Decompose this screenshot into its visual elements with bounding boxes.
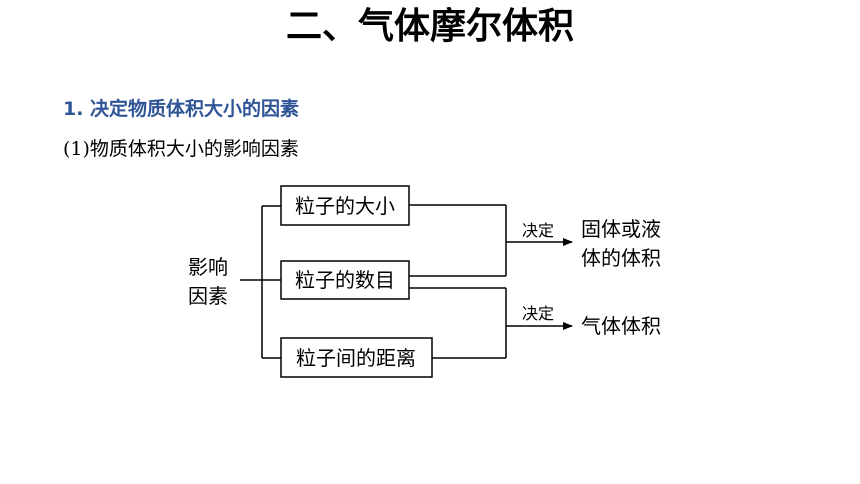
root-label-line1: 影响 <box>188 255 228 279</box>
factor-box-size: 粒子的大小 <box>280 185 410 226</box>
factor-label-count: 粒子的数目 <box>295 268 395 292</box>
factor-box-distance: 粒子间的距离 <box>280 337 433 378</box>
target-gas: 气体体积 <box>581 314 661 338</box>
factor-label-size: 粒子的大小 <box>295 194 395 218</box>
factor-box-count: 粒子的数目 <box>280 260 410 300</box>
factor-label-distance: 粒子间的距离 <box>296 346 416 370</box>
target-solid-liquid-line2: 体的体积 <box>581 246 661 270</box>
root-bracket <box>240 205 281 359</box>
slide-title: 二、气体摩尔体积 <box>285 6 574 47</box>
section-heading: 1. 决定物质体积大小的因素 <box>63 98 300 120</box>
arrow-label-solid-liquid: 决定 <box>522 221 554 240</box>
connector-lines <box>409 204 507 359</box>
root-label-line2: 因素 <box>188 284 228 308</box>
target-solid-liquid-line1: 固体或液 <box>581 217 661 241</box>
sub-heading: (1)物质体积大小的影响因素 <box>63 138 299 160</box>
arrow-label-gas: 决定 <box>522 304 554 323</box>
